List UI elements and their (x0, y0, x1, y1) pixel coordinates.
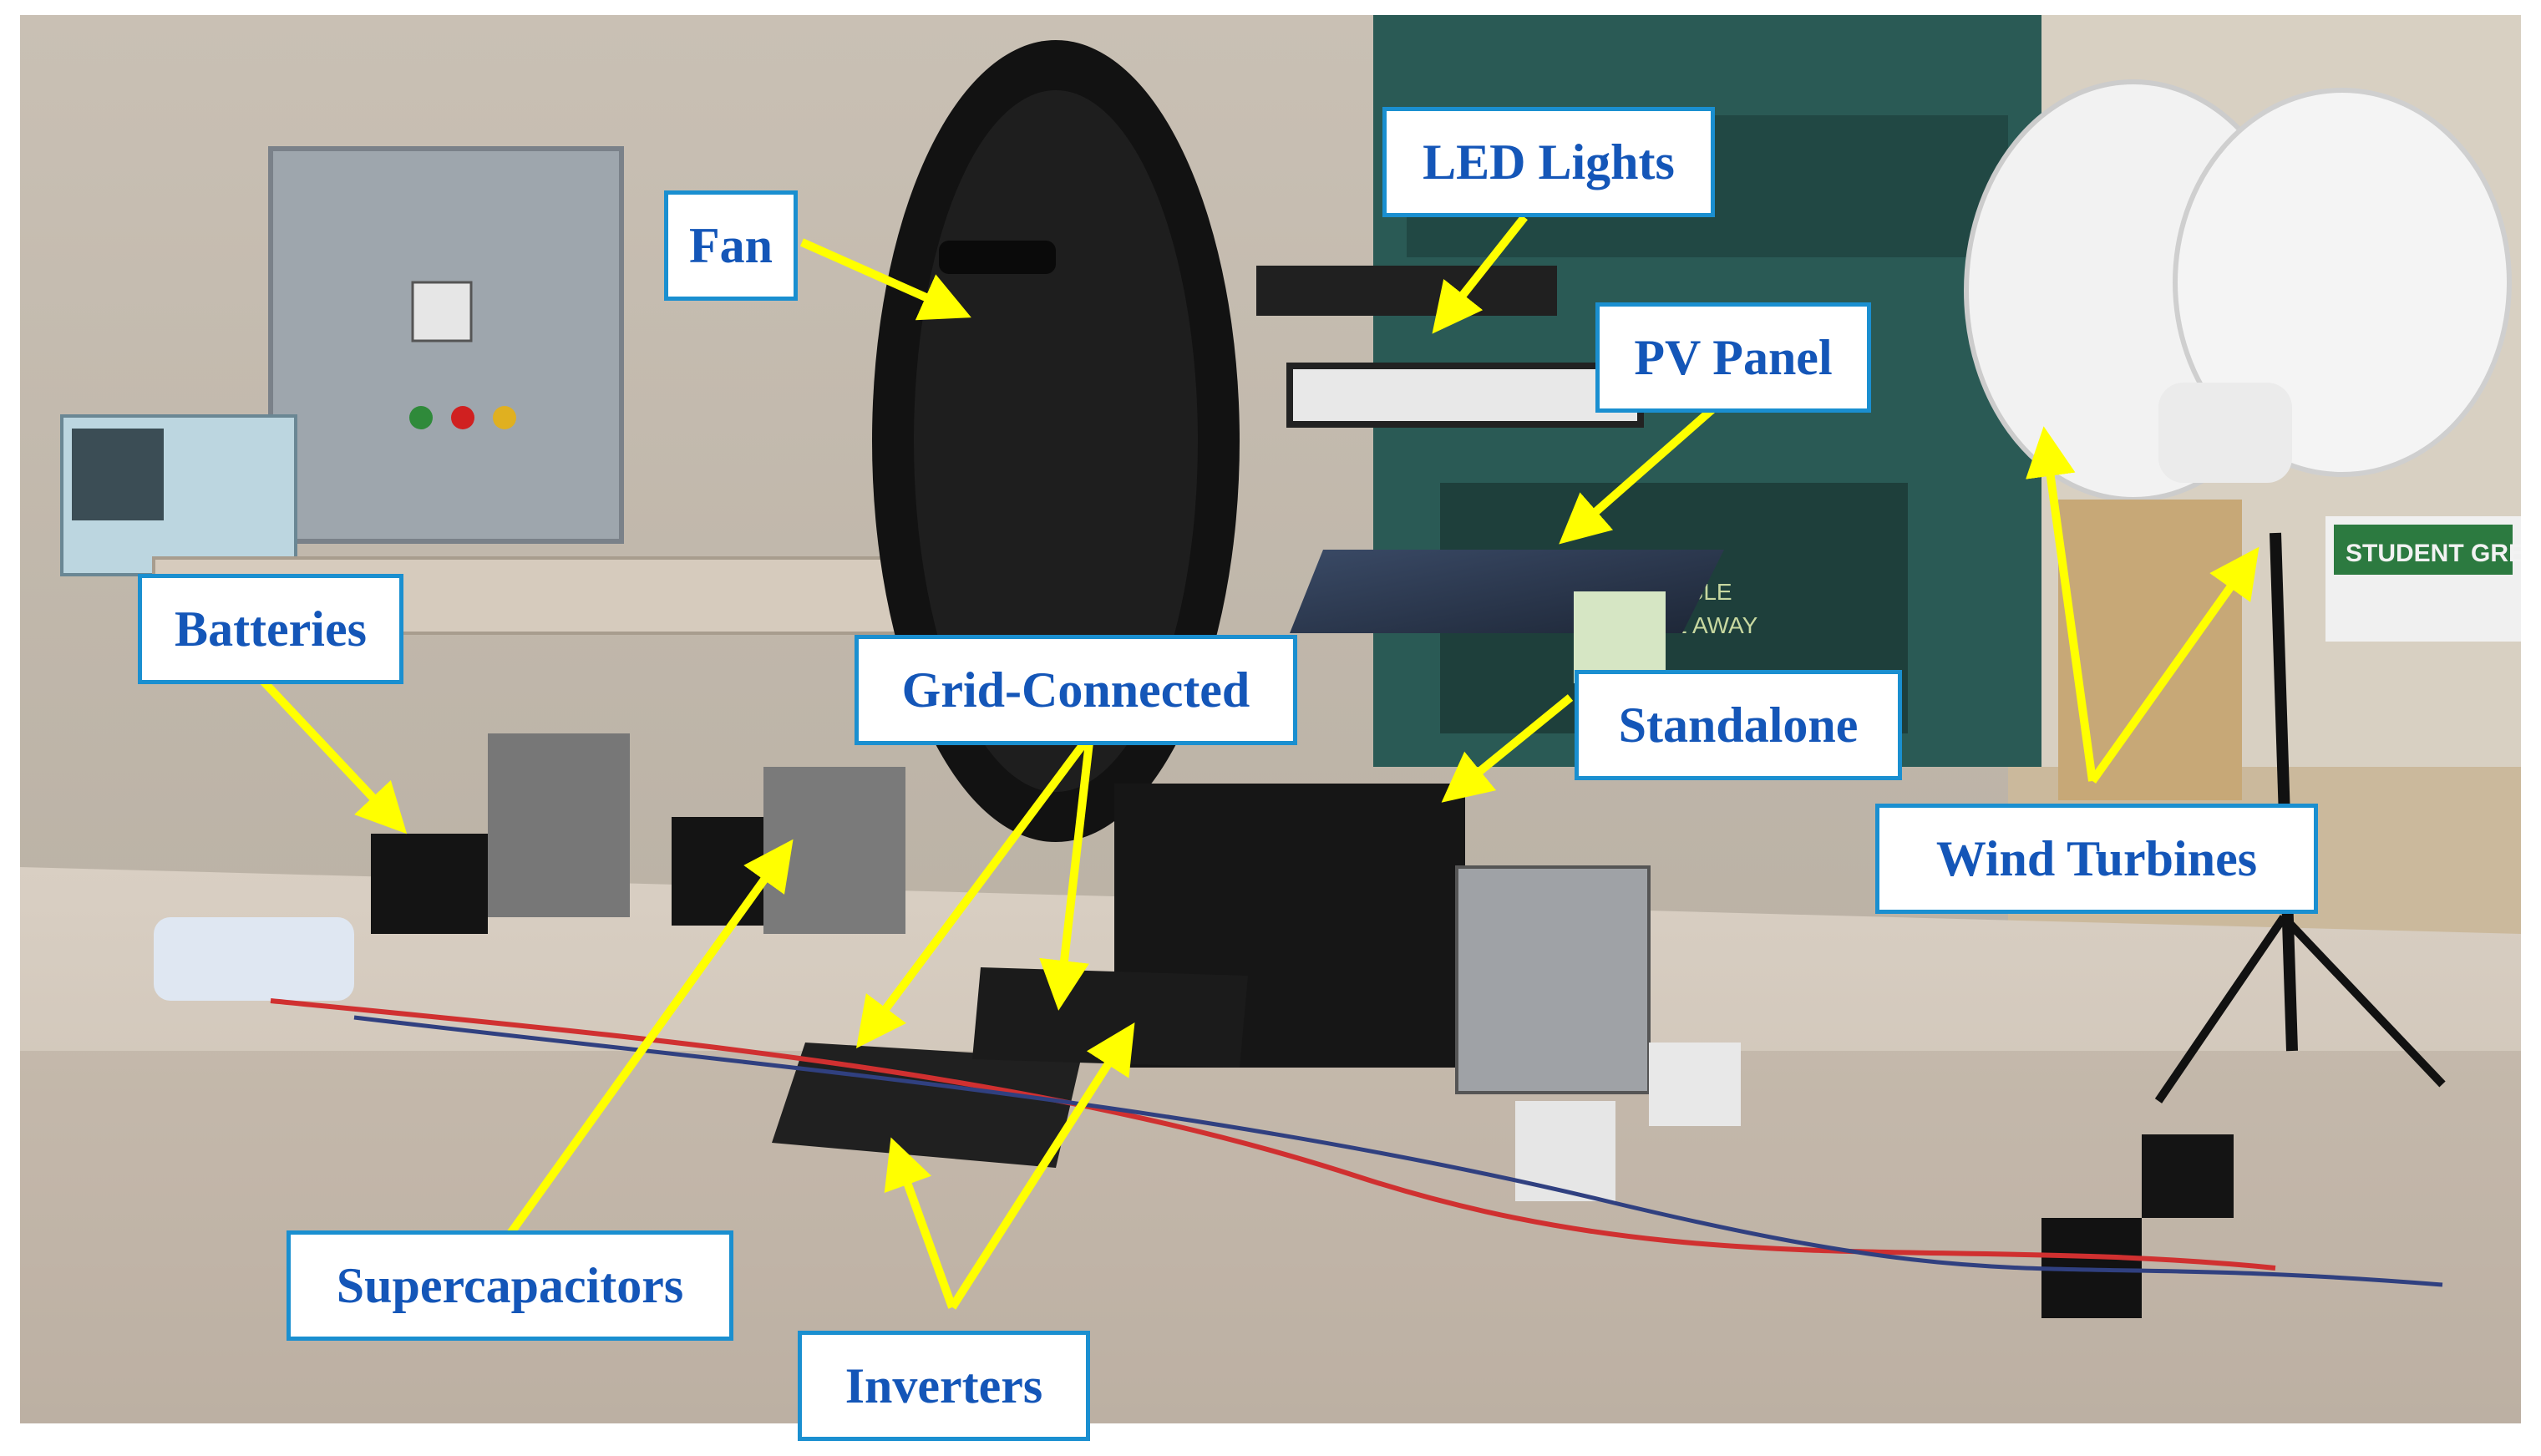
grid-inverter-2 (972, 967, 1248, 1068)
label-inverters: Inverters (798, 1331, 1090, 1441)
label-fan: Fan (664, 190, 798, 301)
label-grid-connected: Grid-Connected (855, 635, 1297, 745)
label-batteries: Batteries (138, 574, 403, 684)
led-lights (1256, 266, 1557, 316)
supercapacitors (488, 733, 630, 917)
student-green-fee-banner: STUDENT GREEN FEE (2346, 540, 2521, 567)
label-supercapacitors: Supercapacitors (287, 1230, 733, 1341)
label-pv-panel: PV Panel (1595, 302, 1871, 413)
batteries (371, 834, 488, 934)
label-led-lights: LED Lights (1382, 107, 1715, 217)
control-cabinet (268, 146, 624, 544)
label-wind-turbines: Wind Turbines (1875, 804, 2318, 914)
label-standalone: Standalone (1575, 670, 1902, 780)
